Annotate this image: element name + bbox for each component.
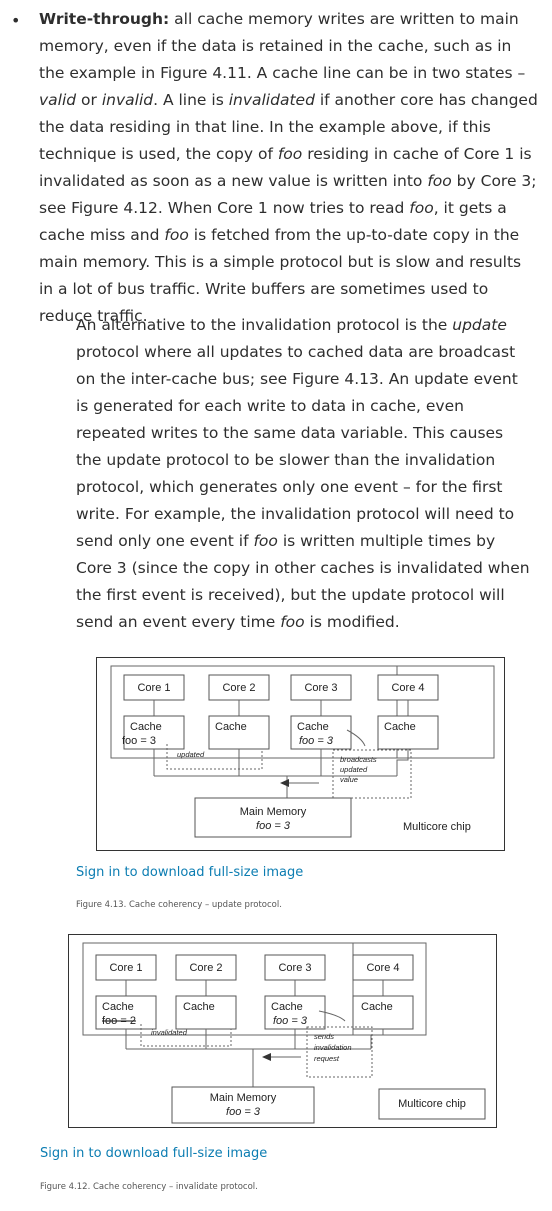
figure-caption: Figure 4.12. Cache coherency – invalidat… [40, 1182, 258, 1192]
text-span: . A line is [153, 91, 229, 109]
write-through-paragraph: Write-through: all cache memory writes a… [39, 6, 539, 330]
update-protocol-diagram: Core 1 Core 2 Core 3 Core 4 Cache foo = … [110, 665, 495, 838]
core3-label: Core 3 [304, 682, 337, 694]
main-memory-value: foo = 3 [226, 1106, 261, 1118]
updated-label: updated [177, 750, 205, 759]
core2-cache-label: Cache [215, 721, 247, 733]
note-line-3: value [340, 775, 358, 784]
note-line-1: sends [314, 1032, 334, 1041]
bus-drop-core4 [396, 749, 409, 776]
main-memory-label: Main Memory [210, 1092, 277, 1104]
core4-cache-label: Cache [384, 721, 416, 733]
core4-cache-box [352, 995, 414, 1030]
invalidation-note-box [306, 1026, 373, 1078]
core3-cache-label: Cache [271, 1001, 303, 1013]
core1-label: Core 1 [109, 962, 142, 974]
main-memory-box [171, 1086, 315, 1124]
note-line-3: request [314, 1054, 340, 1063]
invalidate-protocol-diagram: Core 1 Core 2 Core 3 Core 4 Cache foo = … [82, 942, 486, 1124]
arrow-head [262, 1053, 271, 1061]
text-span: or [76, 91, 102, 109]
note-line-2: invalidation [314, 1043, 352, 1052]
core2-cache-box [208, 715, 270, 750]
main-memory-label: Main Memory [240, 806, 307, 818]
callout-curve [346, 729, 366, 747]
core3-label: Core 3 [278, 962, 311, 974]
core4-label: Core 4 [391, 682, 424, 694]
bus-drop-core4 [370, 1029, 384, 1049]
download-figure-link[interactable]: Sign in to download full-size image [40, 1146, 268, 1161]
text-span: by Core 3; see Figure 4.12. When Core 1 … [39, 172, 537, 217]
note-line-1: broadcasts [340, 755, 377, 764]
broadcast-note-box [332, 749, 412, 799]
core1-cache-label: Cache [102, 1001, 134, 1013]
text-span: is fetched from the up-to-date copy in t… [39, 226, 522, 325]
term-foo: foo [277, 145, 303, 163]
core4-label: Core 4 [366, 962, 399, 974]
main-memory-value: foo = 3 [256, 820, 291, 832]
figure-update-protocol: Core 1 Core 2 Core 3 Core 4 Cache foo = … [96, 657, 505, 851]
callout-curve [318, 1010, 346, 1022]
text-span: if another core has changed the data res… [39, 91, 538, 163]
core1-cache-box [95, 995, 157, 1030]
invalidated-label: invalidated [151, 1028, 188, 1037]
core1-box [123, 674, 185, 701]
term-invalid: invalid [101, 91, 154, 109]
core2-cache-box [175, 995, 237, 1030]
chip-label-box [378, 1088, 486, 1120]
term-foo: foo [253, 532, 278, 550]
term-foo: foo [409, 199, 434, 217]
core1-cache-box [123, 715, 185, 750]
chip-outline [82, 942, 427, 1036]
core4-cache-label: Cache [361, 1001, 393, 1013]
text-span: residing in cache of Core 1 is invalidat… [39, 145, 532, 190]
invalidated-path [140, 1024, 232, 1047]
text-span: , it gets a cache miss and [39, 199, 507, 244]
text-span: An alternative to the invalidation proto… [76, 316, 453, 334]
chip-outline [110, 665, 495, 759]
core1-label: Core 1 [137, 682, 170, 694]
core3-cache-value: foo = 3 [273, 1015, 308, 1027]
note-line-2: updated [340, 765, 368, 774]
term-valid: valid [39, 91, 77, 109]
text-span: all cache memory writes are written to m… [39, 10, 526, 82]
term-write-through: Write-through: [39, 10, 170, 28]
core2-label: Core 2 [189, 962, 222, 974]
core1-cache-value: foo = 3 [122, 735, 156, 747]
text-span: protocol where all updates to cached dat… [76, 343, 518, 550]
core2-cache-label: Cache [183, 1001, 215, 1013]
chip-label: Multicore chip [398, 1098, 466, 1110]
update-protocol-paragraph: An alternative to the invalidation proto… [76, 312, 531, 636]
figure-invalidate-protocol: Core 1 Core 2 Core 3 Core 4 Cache foo = … [68, 934, 497, 1128]
updated-path [166, 744, 263, 770]
core1-cache-label: Cache [130, 721, 162, 733]
term-invalidated: invalidated [228, 91, 315, 109]
download-figure-link[interactable]: Sign in to download full-size image [76, 865, 304, 880]
term-foo: foo [280, 613, 305, 631]
arrow-head [280, 779, 289, 787]
term-foo: foo [164, 226, 189, 244]
main-memory-box [194, 797, 352, 838]
chip-label: Multicore chip [403, 821, 471, 833]
term-update: update [452, 316, 507, 334]
core3-cache-label: Cache [297, 721, 329, 733]
bullet-marker: • [11, 11, 21, 30]
core3-box [290, 674, 352, 701]
core1-box [95, 954, 157, 981]
core2-label: Core 2 [222, 682, 255, 694]
text-span: is modified. [304, 613, 400, 631]
core3-cache-value: foo = 3 [299, 735, 334, 747]
core3-cache-box [264, 995, 326, 1030]
core2-box [175, 954, 237, 981]
term-foo: foo [427, 172, 452, 190]
text-span: is written multiple times by Core 3 (sin… [76, 532, 530, 631]
core1-cache-value: foo = 2 [102, 1015, 136, 1027]
core4-box [377, 674, 439, 701]
figure-caption: Figure 4.13. Cache coherency – update pr… [76, 900, 282, 910]
